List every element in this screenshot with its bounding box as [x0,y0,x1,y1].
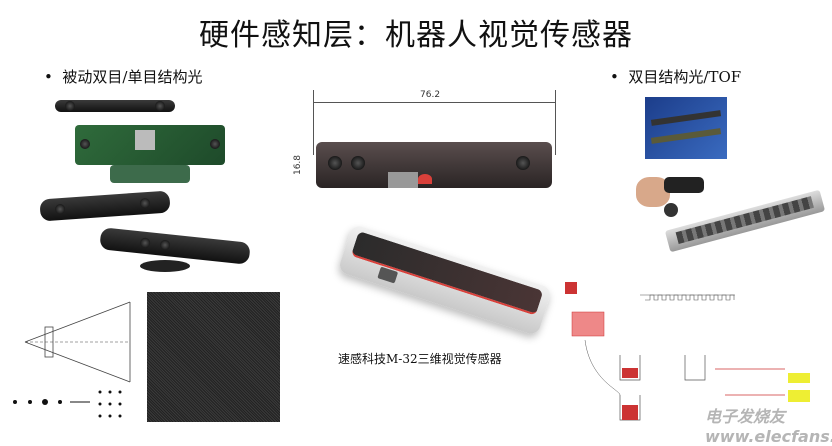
right-bullet-text: 双目结构光/TOF [628,68,742,86]
sensor-dimension-drawing: 76.2 16.8 [293,80,580,200]
height-dimension: 16.8 [293,154,304,176]
speckle-pattern-image [147,292,280,422]
width-dimension: 76.2 [420,90,441,100]
structured-light-module-photo [664,189,826,253]
slide-title: 硬件感知层：机器人视觉传感器 [199,18,633,53]
left-bullet-text: 被动双目/单目结构光 [62,68,203,86]
left-camera-images [39,95,270,290]
left-bullet: • 被动双目/单目结构光 [44,68,203,86]
tof-module-photo [645,97,727,159]
sensor-caption: 速感科技M-32三维视觉传感器 [338,352,502,366]
watermark-logo: 电子发烧友 www.elecfans.com [705,407,832,446]
hand-held-sensor-photo [628,165,708,225]
tof-pixel-diagram [565,282,810,421]
m32-sensor-image [330,215,553,337]
structured-light-diagram [13,301,131,418]
right-bullet: • 双目结构光/TOF [610,68,742,86]
